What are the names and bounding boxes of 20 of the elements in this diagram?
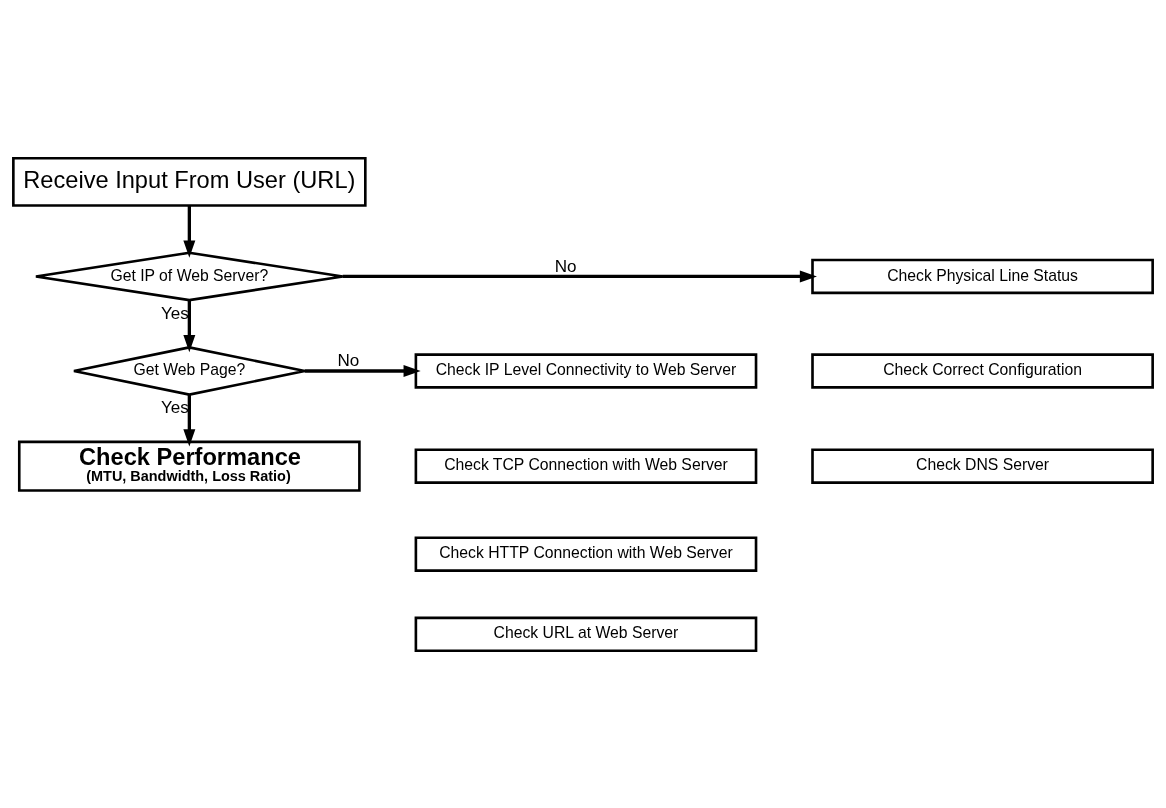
edge-label: Yes [160, 397, 189, 417]
node-box: Check IP Level Connectivity to Web Server [414, 352, 758, 389]
edge-label: No [337, 350, 360, 370]
arrow [183, 205, 196, 258]
arrow [183, 300, 196, 352]
node-box: Check URL at Web Server [414, 616, 758, 652]
arrow [304, 364, 421, 377]
node-box: Check DNS Server [811, 448, 1154, 484]
node-diamond: Get IP of Web Server? [34, 250, 345, 301]
node-box: Check Performance (MTU, Bandwidth, Loss Ratio) [17, 440, 361, 492]
edge-label: Yes [160, 303, 189, 323]
node-box: Check Correct Configuration [811, 352, 1154, 389]
arrow [342, 269, 817, 282]
node-box: Receive Input From User (URL) [12, 156, 367, 207]
node-box: Check TCP Connection with Web Server [414, 448, 758, 484]
edge-label: No [554, 256, 577, 276]
arrow [183, 394, 196, 446]
node-box: Check Physical Line Status [811, 258, 1154, 294]
node-box: Check HTTP Connection with Web Server [414, 536, 758, 572]
node-diamond: Get Web Page? [72, 345, 307, 396]
